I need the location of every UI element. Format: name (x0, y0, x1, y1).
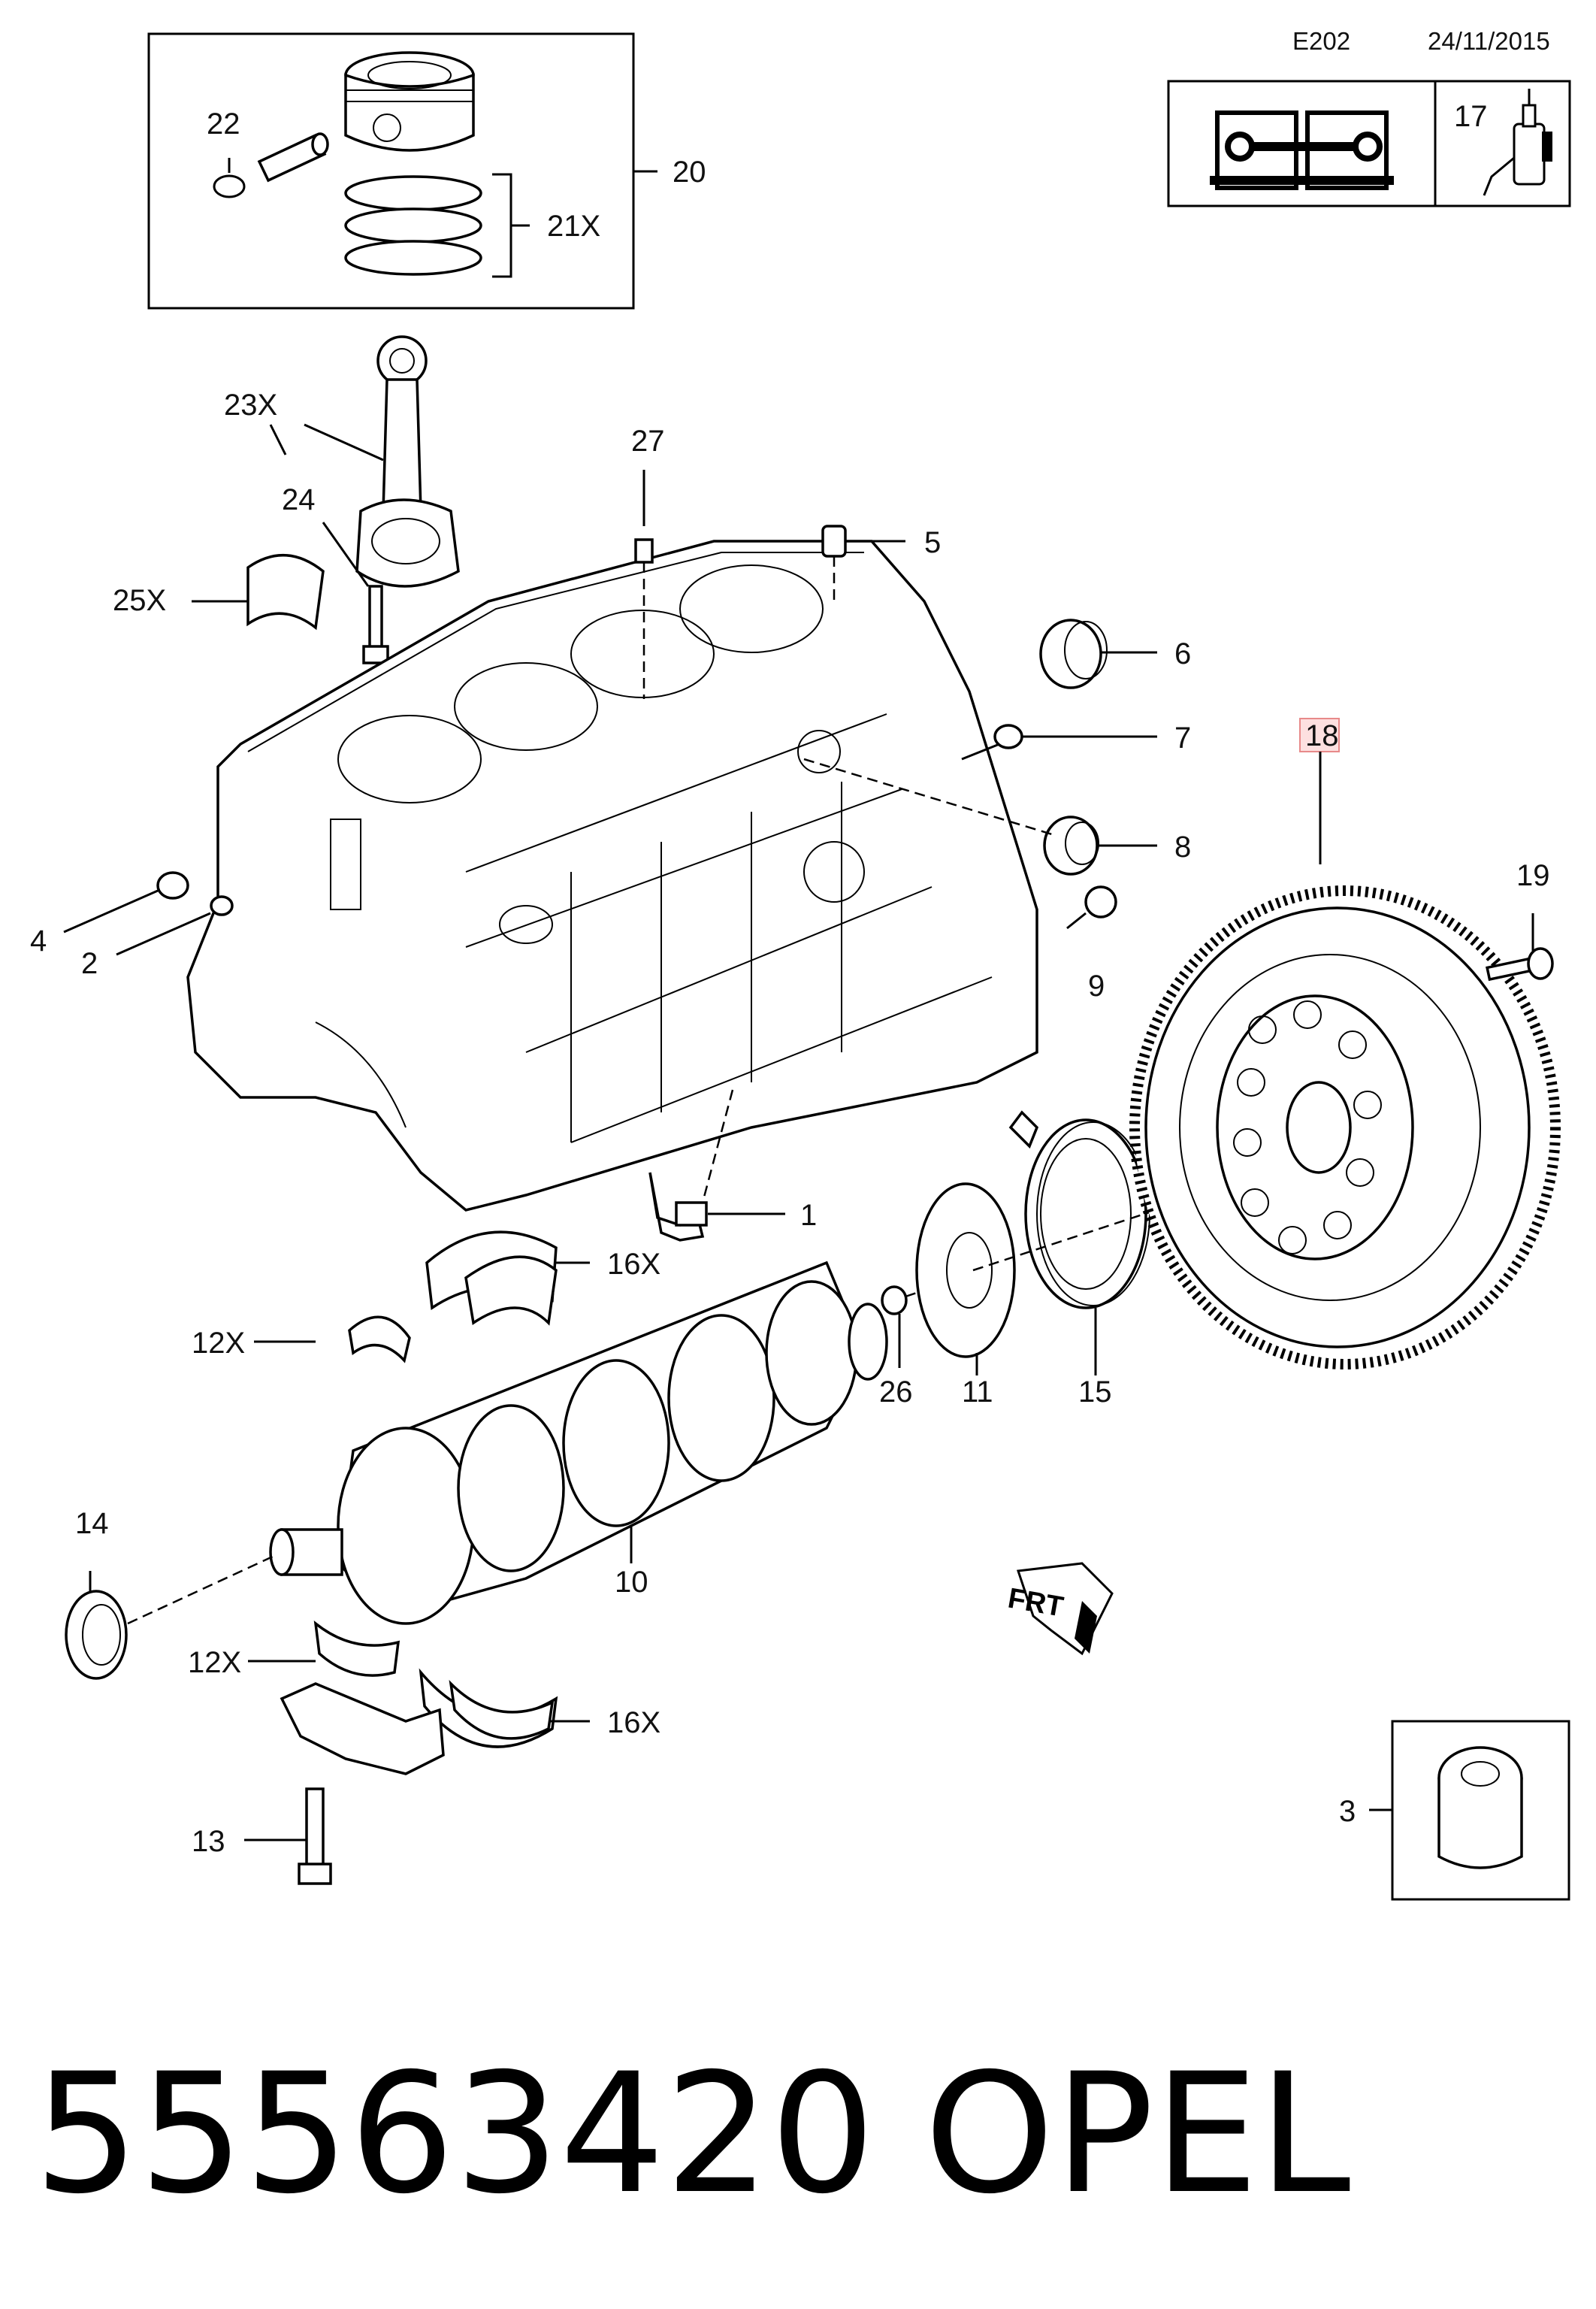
bushing (1084, 885, 1117, 918)
callout-10: 10 (615, 1566, 648, 1599)
callout-21: 21X (547, 210, 600, 243)
callout-5: 5 (924, 526, 941, 559)
callout-22: 22 (207, 107, 240, 141)
cylinder-block (186, 540, 1038, 1212)
piston-rings (344, 173, 530, 278)
connecting-rod (355, 335, 460, 588)
front-direction-marker: FRT (1005, 1562, 1114, 1656)
callout-8: 8 (1174, 831, 1191, 864)
callout-3: 3 (1339, 1795, 1356, 1828)
callout-13: 13 (192, 1825, 225, 1858)
callout-17: 17 (1454, 100, 1488, 133)
brand-name: OPEL (924, 2038, 1350, 2230)
rod-bolt (362, 585, 389, 664)
callout-6: 6 (1174, 637, 1191, 670)
callout-4: 4 (30, 925, 47, 958)
flywheel (1129, 885, 1561, 1369)
seal-ring (1043, 816, 1099, 876)
main-bearing-cap (280, 1682, 445, 1775)
piston-pin (257, 132, 329, 183)
pilot-bushing (881, 1285, 908, 1315)
callout-19: 19 (1516, 859, 1550, 892)
callout-26: 26 (879, 1375, 913, 1409)
callout-15: 15 (1078, 1375, 1112, 1409)
plug-4 (156, 871, 189, 900)
part-number: 55563420 (34, 2038, 875, 2230)
piston (344, 51, 475, 152)
main-cap-bolt (298, 1787, 332, 1885)
manual-wrench-icon (1210, 110, 1394, 190)
callout-14: 14 (75, 1507, 109, 1540)
reluctor-ring (915, 1182, 1016, 1358)
callout-23: 23X (224, 389, 277, 422)
callout-7: 7 (1174, 722, 1191, 755)
crankshaft (269, 1260, 888, 1625)
callout-27: 27 (631, 425, 665, 458)
oil-jet (821, 525, 847, 558)
callout-25: 25X (113, 584, 166, 617)
callout-2: 2 (81, 947, 98, 980)
callout-9: 9 (1088, 970, 1105, 1003)
callout-12-upper: 12X (192, 1327, 245, 1360)
callout-16-upper: 16X (607, 1248, 660, 1281)
sealant-tube-icon (1483, 89, 1552, 196)
thrust-bearing-lower (313, 1620, 401, 1677)
diagram-date: 24/11/2015 (1428, 27, 1550, 55)
callout-11: 11 (962, 1375, 993, 1409)
crank-sensor (648, 1172, 708, 1242)
front-crank-seal (65, 1590, 128, 1680)
piston-assembly-box: 20 22 21X (147, 32, 706, 310)
main-bearing-upper (425, 1230, 558, 1326)
manual-tool-box: 17 (1167, 80, 1571, 207)
sealant-box (1391, 1720, 1570, 1901)
highlight-box-18 (1299, 718, 1340, 752)
thrust-bearing-upper (348, 1315, 411, 1363)
circlip (213, 158, 246, 198)
rear-main-seal (1008, 1110, 1150, 1309)
callout-24: 24 (282, 483, 316, 516)
callout-12-lower: 12X (188, 1646, 241, 1679)
main-bearing-lower (419, 1668, 558, 1748)
flywheel-bolt (1486, 947, 1554, 982)
plug-2 (210, 895, 234, 916)
rod-bearing-shell (246, 553, 325, 631)
callout-18: 18 (1305, 719, 1339, 752)
dowel-pin (634, 538, 654, 564)
callout-20: 20 (673, 156, 706, 189)
diagram-code: E202 (1292, 27, 1350, 55)
callout-1: 1 (800, 1199, 817, 1232)
callout-16-lower: 16X (607, 1706, 660, 1739)
expansion-plug (1039, 619, 1108, 689)
